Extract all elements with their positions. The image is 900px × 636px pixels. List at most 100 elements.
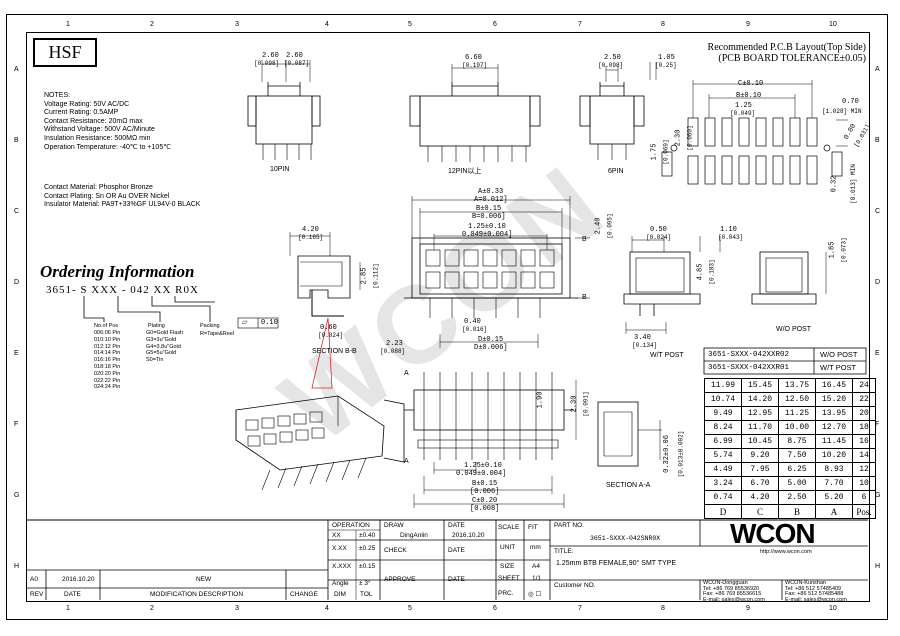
tb-tol-angle: Angle [332,580,349,587]
tb-prc: PRC. [498,590,514,597]
v6-dim1: 2.50 [604,54,621,62]
bot-dim-125b: 0.049±0.004] [456,470,507,478]
front-dim-125: 1.25±0.10 [468,223,506,231]
pcb-dim-032b: [0.013] MIN [849,164,857,204]
pcb-dim-032: 0.32 [830,175,839,193]
rev-row-desc: NEW [196,576,212,583]
plating-label: Plating [148,323,165,329]
front-dim-a: A±0.33 [478,188,504,196]
section-marker-a-top: A [404,370,409,377]
tb-size-val: A4 [532,563,540,570]
bb-dim-060: 0.60 [320,324,337,332]
pcb-dim-175: 1.75 [650,143,659,161]
ordering-code: 3651- S XXX - 042 XX R0X [46,284,199,296]
tb-sheet-val: 1/1 [532,575,542,582]
bot-dim-190: 1.90 [536,391,545,409]
rev-header-desc: MODIFICATION DESCRIPTION [150,591,244,598]
v6-dim1b: [0.098] [598,62,624,69]
pcb-dim-070: 0.70 [842,98,859,106]
side-dim-050: 0.50 [650,226,667,234]
side-dim-485: 4.85 [696,263,705,281]
pcb-layout-title: Recommended P.C.B Layout(Top Side) (PCB … [707,42,866,64]
v10-dim2b: [0.087] [284,60,310,67]
packing-value: R=Tape&Reel [200,331,235,337]
bb-dim-285b: [0.112] [372,263,380,289]
tb-tol-angle-val: ± 3° [359,580,371,587]
pcb-dim-b: B±0.10 [736,92,762,100]
side-dim-340b: [0.134] [632,342,658,349]
pcb-dim-230b: [0.060] [686,125,694,151]
tb-unit: UNIT [500,544,516,551]
v6-label: 6PIN [608,168,624,175]
pcb-dim-070b: [1.028] MIN [822,108,862,115]
tb-operation: OPERATION [332,522,370,529]
bot-dim-125: 1.25±0.10 [464,462,502,470]
front-dim-240b: [0.095] [606,213,614,239]
pcb-dim-125: 1.25 [735,102,752,110]
post-desc-0: W/O POST [820,350,858,359]
rev-header-rev: REV [30,591,44,598]
side-dim1b: [0.25] [655,62,677,69]
side-dim-110b: [0.043] [718,234,744,241]
tb-tol-xxx: X.XX [332,545,347,552]
aa-dim: 0.32±0.06 [662,435,671,473]
flatness-symbol: ▱ [242,319,248,326]
bb-dim-420b: [0.165] [298,234,324,241]
bot-dim-230b: [0.091] [582,391,590,417]
contacts-kunshan: WCON-Kunshan Tel: +86 512 57485409 Fax: … [785,580,847,603]
front-dim-223b: [0.088] [380,348,406,355]
post-desc-1: W/T POST [820,363,857,372]
tb-sheet: SHEET [498,575,520,582]
section-aa-label: SECTION A-A [606,482,651,489]
bb-dim-420: 4.20 [302,226,319,234]
contacts-dongguan: WCON-Dongguan Tel: +86 769 85536920 Fax:… [703,580,765,603]
tb-date2: DATE [448,547,465,554]
tb-prc-val: ◎ ☐ [528,591,542,598]
front-dim-040b: [0.016] [462,326,488,333]
tb-unit-val: mm [530,544,541,551]
side-dim-340: 3.40 [634,334,651,342]
bot-dim-c: C±0.20 [472,497,498,505]
front-dim-040: 0.40 [464,318,481,326]
tb-title-val: 1.25mm BTB FEMALE,90° SMT TYPE [556,560,677,567]
tb-scale: SCALE [498,524,520,531]
tb-dim: DIM [334,591,346,598]
tb-customer: Customer NO. [554,582,596,589]
tb-draw: DRAW [384,522,404,529]
tb-tol-xxxx-val: ±0.15 [359,563,376,570]
v12-label: 12PIN以上 [448,168,482,175]
tb-fit: FIT [528,524,538,531]
v12-dim1b: [0.197] [462,62,488,69]
bot-dim-bb: [0.006] [470,488,500,496]
side-dim-185b: [0.073] [840,237,848,263]
bot-dim-230: 2.30 [570,395,579,413]
side-dim-185: 1.85 [828,241,837,259]
section-marker-a-bottom: A [404,458,409,465]
pcb-dim-c: C±0.10 [738,80,764,88]
bb-dim-285: 2.85 [360,267,369,285]
tb-tol: TOL [360,591,373,598]
ordering-title: Ordering Information [40,262,195,281]
side-dim-485b: [0.183] [708,259,716,285]
post-code-1: 3651-SXXX-042XXR01 [708,364,790,372]
rev-row-rev: A0 [30,576,38,583]
rev-row-date: 2016.10.20 [62,576,95,583]
side-dim-050b: [0.024] [646,234,672,241]
tb-title: TITLE: [554,548,574,555]
tb-tol-xxxx: X.XXX [332,563,352,570]
v10-label: 10PIN [270,166,290,173]
packing-label: Packing [200,323,220,329]
bot-dim-b: B±0.15 [472,480,498,488]
tb-part-no-val: 3651-SXXX-042SNR0X [590,535,661,542]
front-dim-d: D±0.15 [478,336,504,344]
tb-size: SIZE [500,563,515,570]
flatness-value: 0.10 [261,319,278,327]
